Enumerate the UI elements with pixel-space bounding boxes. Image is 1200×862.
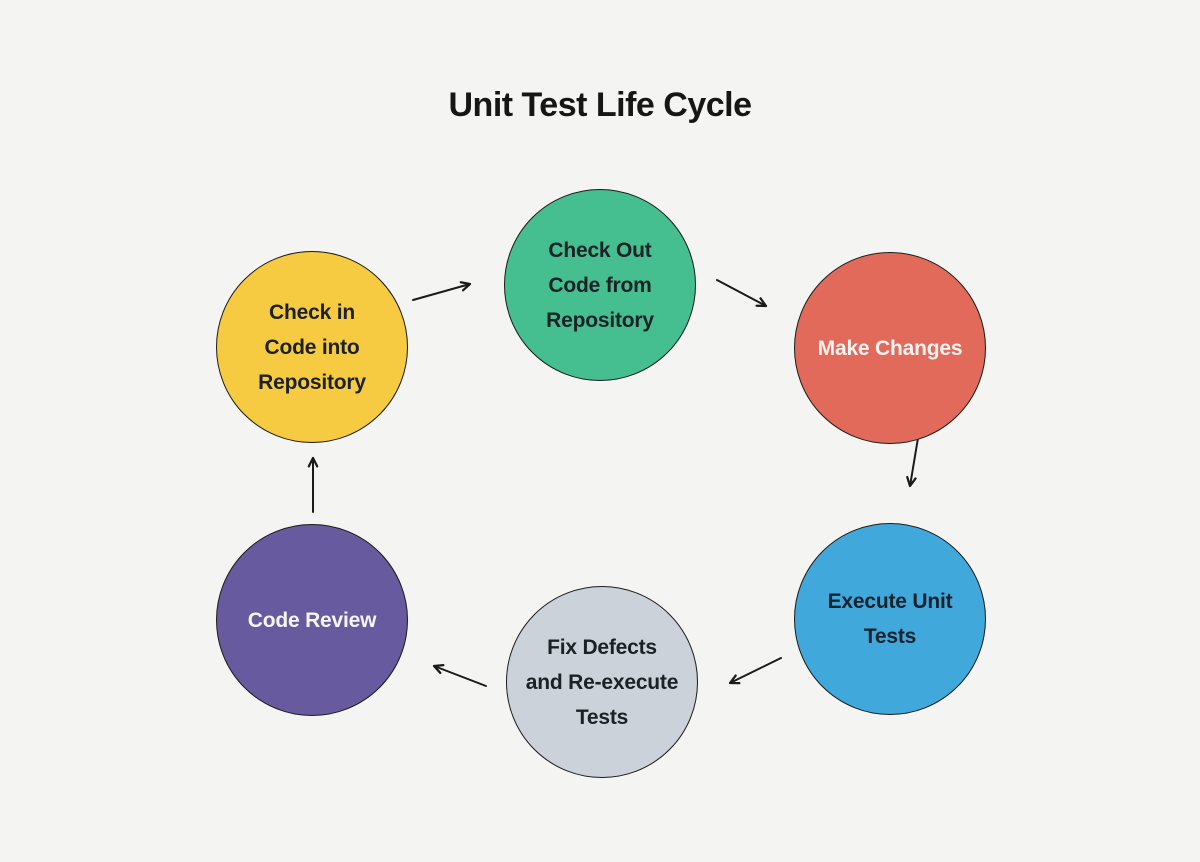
node-make-changes-label: Make Changes	[817, 336, 963, 360]
node-execute-unit-tests-label: Execute Unit Tests	[827, 590, 953, 648]
arrow-checkout-to-makechanges	[716, 279, 768, 308]
diagram-title: Unit Test Life Cycle	[448, 86, 753, 124]
node-check-out-code-label: Check Out Code from Repository	[546, 238, 654, 332]
node-check-out-code: Check Out Code from Repository	[504, 189, 696, 381]
arrow-checkin-to-checkout	[412, 281, 472, 301]
arrow-execute-to-fixdefects	[728, 657, 782, 685]
arrow-fixdefects-to-codereview	[432, 663, 487, 687]
node-make-changes: Make Changes	[794, 252, 986, 444]
node-code-review-label: Code Review	[247, 608, 377, 632]
node-fix-defects: Fix Defects and Re-execute Tests	[506, 586, 698, 778]
node-execute-unit-tests: Execute Unit Tests	[794, 523, 986, 715]
arrow-makechanges-to-execute	[906, 437, 919, 488]
node-fix-defects-label: Fix Defects and Re-execute Tests	[525, 635, 679, 729]
node-check-in-code: Check in Code into Repository	[216, 251, 408, 443]
node-code-review: Code Review	[216, 524, 408, 716]
node-check-in-code-label: Check in Code into Repository	[258, 300, 366, 394]
